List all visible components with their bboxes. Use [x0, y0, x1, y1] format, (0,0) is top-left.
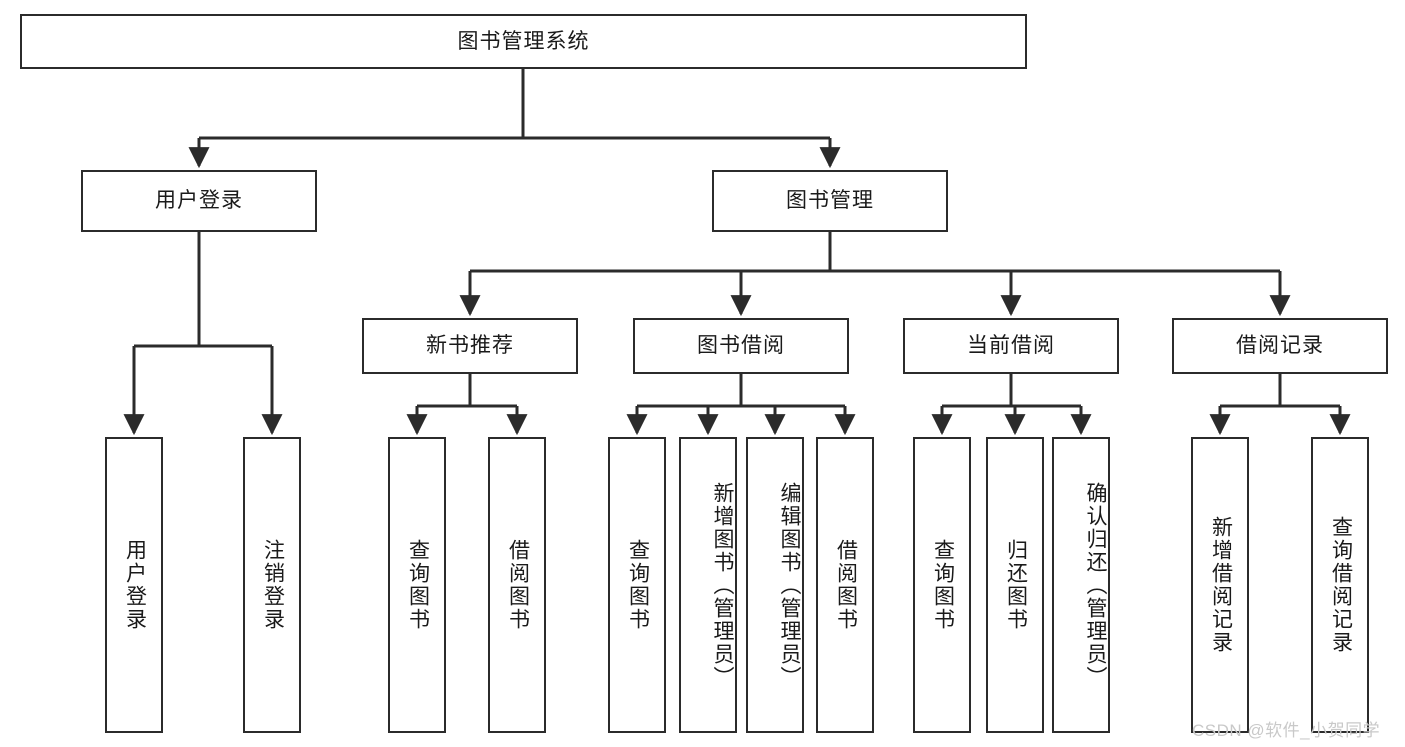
node-label: 归还图书: [1004, 539, 1028, 631]
node-label: 用户登录: [155, 189, 243, 213]
leaf-add-book-admin[interactable]: 新增图书（管理员）: [679, 437, 737, 733]
node-label: 借阅记录: [1236, 334, 1324, 358]
leaf-borrow-book-newbook[interactable]: 借阅图书: [488, 437, 546, 733]
node-label: 新增图书（管理员）: [711, 481, 734, 689]
leaf-query-book-current[interactable]: 查询图书: [913, 437, 971, 733]
node-label: 编辑图书（管理员）: [778, 481, 801, 689]
leaf-borrow-book-borrow[interactable]: 借阅图书: [816, 437, 874, 733]
node-label: 查询图书: [931, 539, 955, 631]
node-label: 图书管理: [786, 189, 874, 213]
leaf-confirm-return-admin[interactable]: 确认归还（管理员）: [1052, 437, 1110, 733]
csdn-watermark: CSDN @软件_小贺同学: [1192, 721, 1381, 740]
node-user-login[interactable]: 用户登录: [81, 170, 317, 232]
leaf-logout[interactable]: 注销登录: [243, 437, 301, 733]
node-label: 查询图书: [626, 539, 650, 631]
leaf-query-borrow-record[interactable]: 查询借阅记录: [1311, 437, 1369, 733]
node-label: 借阅图书: [506, 539, 530, 631]
node-new-book-recommend[interactable]: 新书推荐: [362, 318, 578, 374]
node-label: 借阅图书: [834, 539, 858, 631]
node-current-borrow[interactable]: 当前借阅: [903, 318, 1119, 374]
node-book-borrow[interactable]: 图书借阅: [633, 318, 849, 374]
node-label: 图书管理系统: [457, 29, 590, 53]
node-label: 图书借阅: [697, 334, 785, 358]
node-borrow-records[interactable]: 借阅记录: [1172, 318, 1388, 374]
node-root[interactable]: 图书管理系统: [20, 14, 1027, 69]
leaf-add-borrow-record[interactable]: 新增借阅记录: [1191, 437, 1249, 733]
node-book-management[interactable]: 图书管理: [712, 170, 948, 232]
leaf-user-login[interactable]: 用户登录: [105, 437, 163, 733]
node-label: 注销登录: [261, 539, 285, 631]
leaf-return-book[interactable]: 归还图书: [986, 437, 1044, 733]
node-label: 新书推荐: [426, 334, 514, 358]
node-label: 用户登录: [123, 539, 147, 631]
node-label: 确认归还（管理员）: [1084, 481, 1107, 689]
node-label: 当前借阅: [967, 334, 1055, 358]
leaf-query-book-newbook[interactable]: 查询图书: [388, 437, 446, 733]
node-label: 查询图书: [406, 539, 430, 631]
leaf-query-book-borrow[interactable]: 查询图书: [608, 437, 666, 733]
node-label: 查询借阅记录: [1329, 516, 1353, 654]
node-label: 新增借阅记录: [1209, 516, 1233, 654]
leaf-edit-book-admin[interactable]: 编辑图书（管理员）: [746, 437, 804, 733]
